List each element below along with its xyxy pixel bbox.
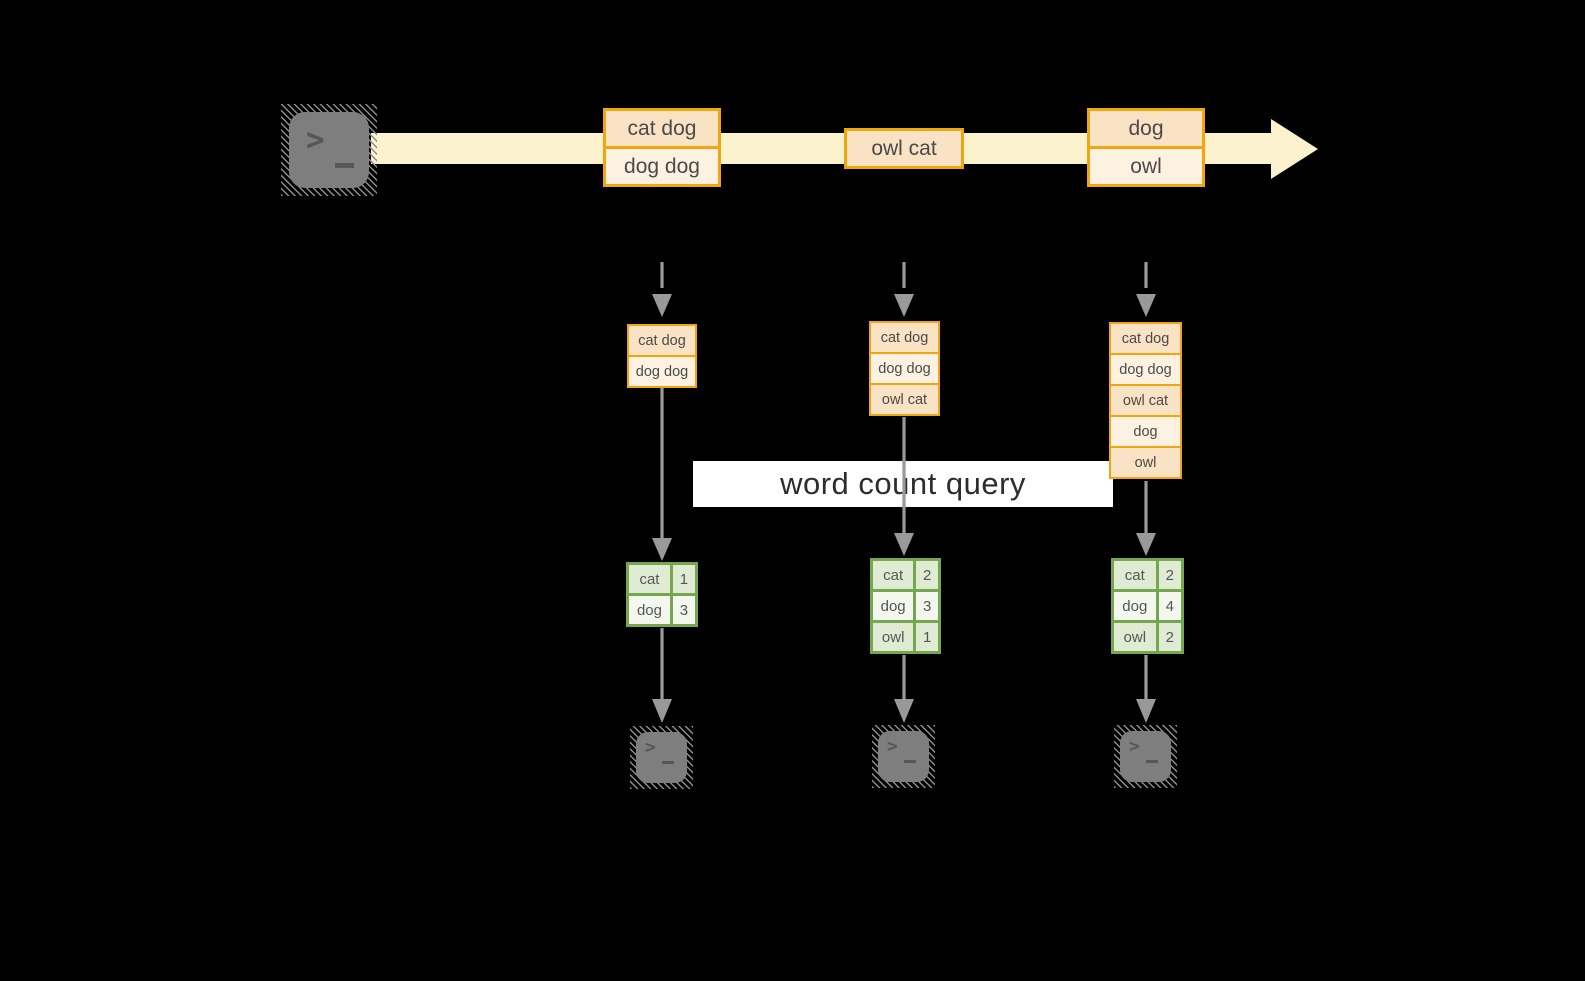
stream-arrowhead-icon <box>1271 119 1318 179</box>
stream-record: dog dog <box>606 149 718 184</box>
count-row: dog 3 <box>629 596 695 624</box>
terminal-cursor-icon <box>1146 760 1158 763</box>
state-record: owl cat <box>1111 386 1180 415</box>
state-record: dog dog <box>629 357 695 386</box>
query-arrow-1 <box>652 388 672 561</box>
query-label: word count query <box>780 466 1026 501</box>
producer-terminal-icon: > <box>281 104 377 196</box>
terminal-cursor-icon <box>904 760 916 763</box>
count-row: owl 1 <box>873 623 938 651</box>
count-value: 4 <box>1158 592 1181 620</box>
terminal-prompt-icon: > <box>306 122 325 158</box>
terminal-prompt-icon: > <box>1129 736 1140 757</box>
state-record: cat dog <box>629 326 695 355</box>
dashed-arrow-state-2 <box>894 262 914 317</box>
stream-batch-2: owl cat <box>844 128 964 169</box>
consumer-terminal-icon-1: > <box>630 726 693 789</box>
dashed-arrow-state-1 <box>652 262 672 317</box>
terminal-screen: > <box>878 731 929 782</box>
count-word: cat <box>873 561 914 589</box>
count-word: dog <box>629 596 670 624</box>
dashed-arrow-state-3 <box>1136 262 1156 317</box>
count-value: 2 <box>1158 623 1181 651</box>
terminal-cursor-icon <box>662 761 674 764</box>
state-record: cat dog <box>1111 324 1180 353</box>
count-value: 1 <box>916 623 938 651</box>
count-table-2: cat 2 dog 3 owl 1 <box>870 558 941 654</box>
output-arrow-1 <box>652 628 672 723</box>
terminal-prompt-icon: > <box>645 737 656 758</box>
consumer-terminal-icon-3: > <box>1114 725 1177 788</box>
output-arrow-3 <box>1136 655 1156 723</box>
count-row: cat 2 <box>1114 561 1181 589</box>
output-arrow-2 <box>894 655 914 723</box>
count-row: cat 2 <box>873 561 938 589</box>
count-word: owl <box>1114 623 1156 651</box>
consumer-terminal-icon-2: > <box>872 725 935 788</box>
count-word: cat <box>1114 561 1156 589</box>
terminal-screen: > <box>289 112 369 188</box>
count-row: dog 4 <box>1114 592 1181 620</box>
count-value: 3 <box>916 592 938 620</box>
stream-record: owl <box>1090 149 1202 184</box>
state-record: owl <box>1111 448 1180 477</box>
state-record: dog dog <box>1111 355 1180 384</box>
count-value: 1 <box>672 565 695 593</box>
count-word: owl <box>873 623 914 651</box>
stream-record: cat dog <box>606 111 718 146</box>
terminal-screen: > <box>636 732 687 783</box>
stream-record: dog <box>1090 111 1202 146</box>
count-value: 2 <box>1158 561 1181 589</box>
state-record: cat dog <box>871 323 938 352</box>
count-table-3: cat 2 dog 4 owl 2 <box>1111 558 1184 654</box>
count-word: dog <box>873 592 914 620</box>
terminal-cursor-icon <box>335 163 354 168</box>
state-record: dog dog <box>871 354 938 383</box>
stream-record: owl cat <box>847 131 961 166</box>
count-value: 2 <box>916 561 938 589</box>
state-record: dog <box>1111 417 1180 446</box>
state-record: owl cat <box>871 385 938 414</box>
query-arrow-3 <box>1136 481 1156 556</box>
count-word: cat <box>629 565 670 593</box>
count-word: dog <box>1114 592 1156 620</box>
count-value: 3 <box>672 596 695 624</box>
query-label-band: word count query <box>693 461 1113 507</box>
terminal-prompt-icon: > <box>887 736 898 757</box>
count-row: dog 3 <box>873 592 938 620</box>
count-row: cat 1 <box>629 565 695 593</box>
count-table-1: cat 1 dog 3 <box>626 562 698 627</box>
count-row: owl 2 <box>1114 623 1181 651</box>
terminal-screen: > <box>1120 731 1171 782</box>
